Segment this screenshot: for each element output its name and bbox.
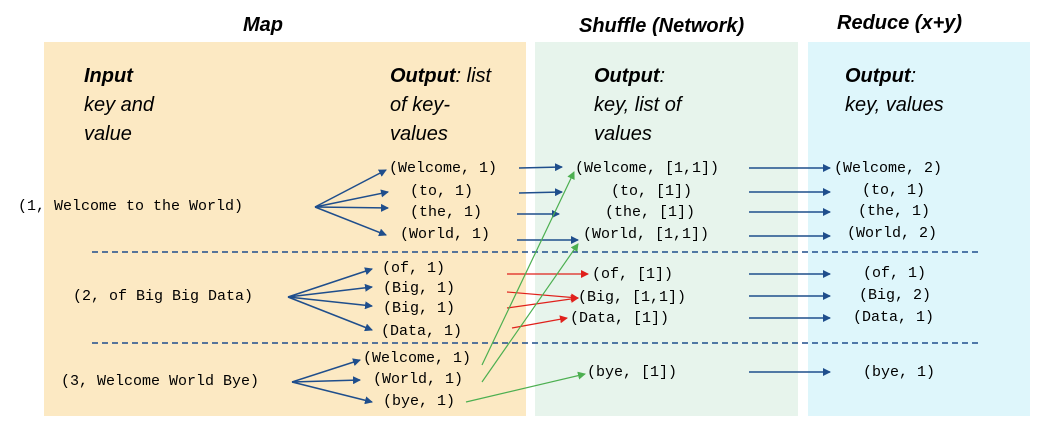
input-record: (2, of Big Big Data) [73,288,254,305]
reduce-output-pair: (of, 1) [863,265,927,282]
header-shuffle-output-line: values [594,123,652,145]
header-map-output-suffix: : list [455,65,492,87]
map-output-pair: (Big, 1) [383,300,456,317]
reduce-output-pair: (World, 2) [847,225,938,242]
shuffle-arrow-green [465,371,586,403]
reduce-panel [808,42,1030,416]
header-reduce-output: Output: key, values [845,62,944,120]
map-arrow [287,296,373,310]
reduce-output-pair: (Data, 1) [853,309,935,326]
header-reduce-output-suffix: : [910,65,917,87]
header-map-output: Output: list of key- values [390,62,491,149]
shuffle-output-group: (the, [1]) [605,204,696,221]
stage-title-shuffle: Shuffle (Network) [579,15,745,37]
shuffle-output-group: (Welcome, [1,1]) [575,160,720,177]
header-input-line: value [84,123,132,145]
shuffle-output-group: (Data, [1]) [570,310,670,327]
shuffle-arrow-green [481,171,575,366]
reduce-output-pair: (Big, 2) [859,287,932,304]
header-shuffle-output-suffix: : [659,65,666,87]
shuffle-arrow-green [481,243,579,383]
map-arrow [287,296,373,332]
map-output-pair: (Big, 1) [383,280,456,297]
map-arrow [314,189,389,208]
map-output-pair: (bye, 1) [383,393,456,410]
map-arrow [287,267,373,298]
map-output-pair: (of, 1) [382,260,446,277]
map-arrow [314,169,387,208]
shuffle-output-group: (of, [1]) [592,266,674,283]
header-map-output-line: values [390,123,448,145]
map-panel [44,42,526,416]
header-reduce-output-line: key, values [845,94,944,116]
input-record: (3, Welcome World Bye) [61,373,260,390]
header-input-line: key and [84,94,155,116]
map-output-pair: (World, 1) [373,371,464,388]
map-arrow [291,376,361,385]
header-shuffle-output-bold: Output [594,65,660,87]
stage-title-reduce: Reduce (x+y) [837,12,963,34]
shuffle-arrow [518,163,563,172]
shuffle-output-group: (bye, [1]) [587,364,678,381]
map-output-pair: (Welcome, 1) [363,350,472,367]
header-map-output-line: of key- [390,94,451,116]
map-output-pair: (Data, 1) [381,323,463,340]
reduce-output-pair: (Welcome, 2) [834,160,943,177]
shuffle-output-group: (World, [1,1]) [583,226,710,243]
map-output-pair: (Welcome, 1) [389,160,498,177]
map-arrow [291,381,373,405]
header-shuffle-output-line: key, list of [594,94,682,116]
map-arrow [314,206,387,237]
reduce-output-pair: (bye, 1) [863,364,936,381]
shuffle-arrow-red [506,295,579,309]
header-input-bold: Input [84,65,133,87]
shuffle-panel [535,42,798,416]
input-record: (1, Welcome to the World) [18,198,244,215]
map-output-pair: (the, 1) [410,204,483,221]
reduce-output-pair: (the, 1) [858,203,931,220]
map-arrow [287,283,373,298]
map-output-pair: (to, 1) [410,183,474,200]
header-reduce-output-bold: Output [845,65,911,87]
header-map-output-bold: Output [390,65,456,87]
header-shuffle-output: Output: key, list of values [594,62,681,149]
shuffle-arrow [518,188,563,197]
stage-title-map: Map [243,14,283,36]
shuffle-output-group: (to, [1]) [611,183,693,200]
shuffle-output-group: (Big, [1,1]) [578,289,687,306]
header-input: Input key and value [84,62,154,149]
map-arrow [314,203,389,212]
reduce-output-pair: (to, 1) [862,182,926,199]
map-arrow [291,358,361,383]
map-output-pair: (World, 1) [400,226,491,243]
